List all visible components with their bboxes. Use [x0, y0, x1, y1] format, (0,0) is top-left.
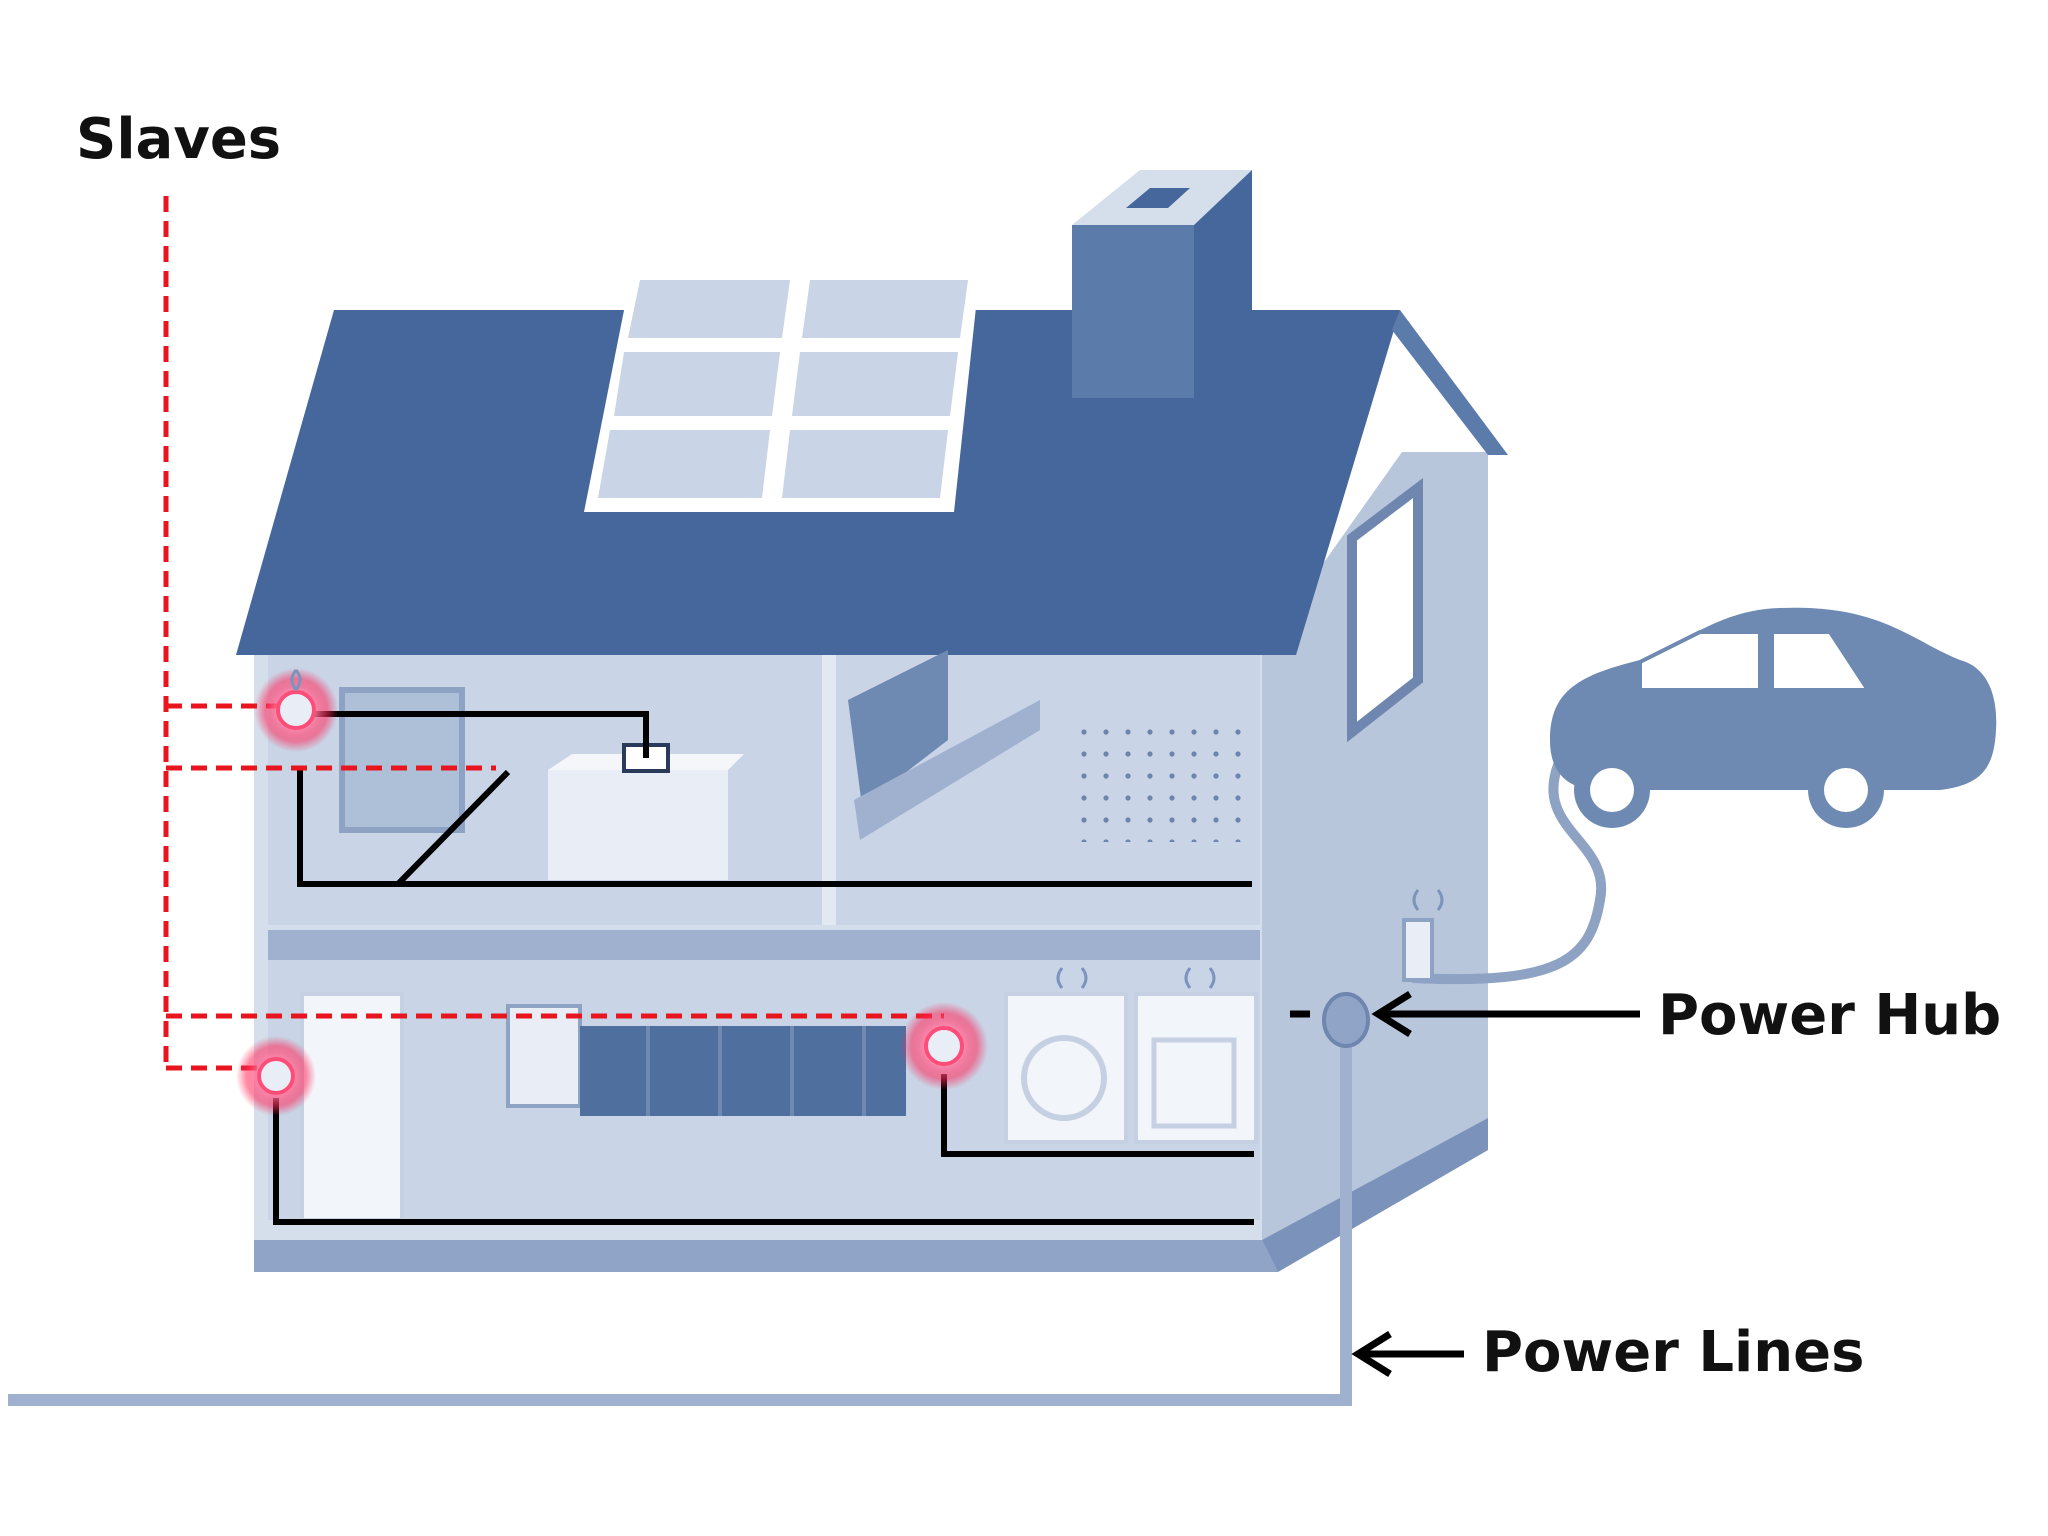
slave-node-icon [236, 1036, 316, 1116]
floor-slab [268, 930, 1260, 960]
dryer-door [1151, 1037, 1237, 1129]
wire-upper-diagonal [395, 769, 511, 887]
wire-lower-left [273, 1098, 1254, 1225]
power-hub-icon [1322, 992, 1370, 1048]
house-side-wall [1262, 452, 1488, 1270]
power-lines-label: Power Lines [1482, 1320, 1865, 1385]
solar-panel-icon [584, 270, 980, 512]
house-base-side [1262, 1118, 1488, 1272]
fridge [300, 992, 404, 1222]
power-hub-arrow [1290, 991, 1640, 1037]
power-hub-label: Power Hub [1658, 983, 2002, 1048]
wifi-signal-icon [290, 669, 1444, 989]
power-lines-arrow [1351, 1331, 1464, 1377]
tv-screen [848, 650, 948, 806]
slave-wiring [273, 711, 1254, 1225]
kitchen-counter [580, 1026, 906, 1116]
wall-outlet [1402, 918, 1434, 982]
chimney-hole [1126, 188, 1190, 208]
electric-car-icon [1550, 607, 1997, 828]
slave-node-icon [900, 1002, 988, 1090]
slave-node-icon [254, 668, 338, 752]
wire-upper-tablet [300, 711, 649, 758]
slave-nodes [236, 668, 988, 1116]
chimney [1072, 225, 1194, 398]
car-charging-cable [1402, 758, 1607, 985]
roof [236, 170, 1508, 655]
gable-window [1347, 477, 1423, 743]
wire-lower-mid [941, 1074, 1254, 1157]
stove [506, 1004, 582, 1108]
washer-door [1021, 1035, 1107, 1121]
slaves-label: Slaves [76, 107, 282, 172]
wire-upper [297, 770, 1252, 887]
room-partition [822, 655, 836, 925]
house-base [254, 1240, 1278, 1272]
roof-side-edge [1392, 310, 1508, 455]
table [548, 770, 728, 880]
tv-cabinet [854, 700, 1040, 840]
speaker-grille [1076, 722, 1256, 842]
lower-floor-appliances [300, 992, 1258, 1222]
chimney-side [1194, 170, 1252, 398]
